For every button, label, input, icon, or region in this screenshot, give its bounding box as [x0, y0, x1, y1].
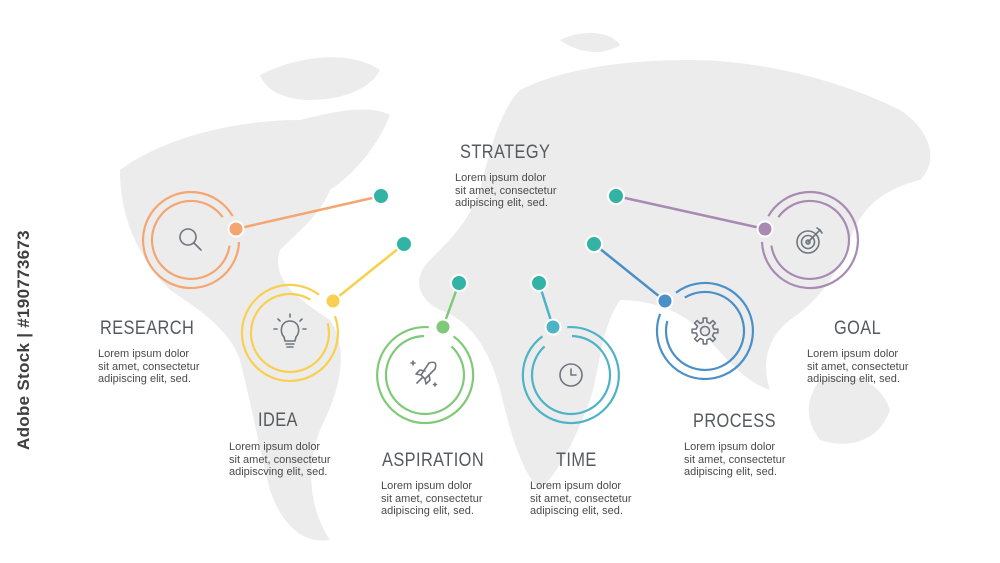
goal-connector	[614, 194, 767, 231]
time-description: Lorem ipsum dolor sit amet, consectetur …	[530, 480, 650, 518]
research-description: Lorem ipsum dolor sit amet, consectetur …	[98, 348, 218, 386]
node-circles	[141, 190, 860, 425]
goal-outer-circle	[760, 190, 860, 290]
research-title: RESEARCH	[100, 318, 195, 339]
research-inner-circle	[150, 199, 231, 281]
idea-ring-dot	[395, 235, 413, 253]
research-ring-dot	[372, 187, 390, 205]
process-line-1: Lorem ipsum dolor	[684, 441, 776, 453]
idea-connector	[331, 242, 406, 303]
idea-inner-circle	[249, 292, 331, 374]
gear-icon	[691, 317, 719, 345]
process-node-dot	[656, 292, 674, 310]
aspiration-ring-dot	[450, 274, 468, 292]
idea-description: Lorem ipsum dolor sit amet, consectetur …	[229, 441, 349, 479]
strategy-line-2: sit amet, consectetur	[455, 184, 557, 197]
research-line-1: Lorem ipsum dolor	[98, 348, 190, 360]
process-description: Lorem ipsum dolor sit amet, consectetur …	[684, 441, 804, 479]
world-map-background	[120, 33, 931, 541]
aspiration-node-dot	[434, 318, 452, 336]
process-line-2: sit amet, consectetur	[684, 453, 786, 466]
goal-node-dot	[756, 220, 774, 238]
rocket-icon	[410, 360, 438, 387]
idea-line-3: adipiscving elit, sed.	[229, 466, 328, 478]
idea-title: IDEA	[258, 410, 298, 431]
strategy-title: STRATEGY	[460, 142, 551, 163]
connector-dots	[227, 187, 774, 336]
idea-node-dot	[324, 292, 342, 310]
time-line-1: Lorem ipsum dolor	[530, 480, 622, 492]
idea-outer-circle	[240, 283, 340, 383]
target-icon	[796, 227, 823, 254]
lightbulb-icon	[273, 313, 307, 348]
time-line-3: adipiscing elit, sed.	[530, 505, 623, 517]
goal-line-2: sit amet, consectetur	[807, 360, 909, 373]
process-line-3: adipiscing elit, sed.	[684, 466, 777, 478]
goal-title: GOAL	[834, 318, 882, 339]
time-line-2: sit amet, consectetur	[530, 492, 632, 505]
time-ring-dot	[530, 274, 548, 292]
research-outer-circle	[141, 190, 241, 290]
aspiration-description: Lorem ipsum dolor sit amet, consectetur …	[381, 480, 501, 518]
time-inner-circle	[530, 334, 612, 416]
research-node-dot	[227, 220, 245, 238]
process-ring-dot	[585, 235, 603, 253]
time-outer-circle	[521, 326, 620, 425]
goal-description: Lorem ipsum dolor sit amet, consectetur …	[807, 348, 927, 386]
strategy-line-1: Lorem ipsum dolor	[455, 172, 547, 184]
time-node-dot	[544, 318, 562, 336]
research-line-3: adipiscing elit, sed.	[98, 373, 191, 385]
aspiration-outer-circle	[376, 326, 475, 425]
strategy-line-3: adipiscing elit, sed.	[455, 197, 548, 209]
watermark-text: Adobe Stock | #190773673	[14, 230, 33, 450]
process-outer-circle	[655, 281, 755, 381]
goal-line-3: adipiscing elit, sed.	[807, 373, 900, 385]
aspiration-line-2: sit amet, consectetur	[381, 492, 483, 505]
node-icons	[179, 227, 823, 387]
aspiration-inner-circle	[384, 334, 466, 416]
process-title: PROCESS	[693, 411, 776, 432]
idea-line-1: Lorem ipsum dolor	[229, 441, 321, 453]
aspiration-line-1: Lorem ipsum dolor	[381, 480, 473, 492]
strategy-description: Lorem ipsum dolor sit amet, consectetur …	[455, 172, 575, 210]
process-inner-circle	[664, 290, 746, 372]
magnifier-icon	[179, 228, 202, 251]
idea-line-2: sit amet, consectetur	[229, 453, 331, 466]
time-title: TIME	[556, 450, 597, 471]
research-line-2: sit amet, consectetur	[98, 360, 200, 373]
research-connector	[234, 194, 383, 231]
goal-ring-dot	[607, 187, 625, 205]
process-connector	[592, 242, 667, 303]
goal-inner-circle	[770, 199, 851, 281]
clock-icon	[559, 363, 583, 387]
aspiration-title: ASPIRATION	[382, 450, 485, 471]
aspiration-line-3: adipiscing elit, sed.	[381, 505, 474, 517]
watermark: Adobe Stock | #190773673	[12, 120, 36, 450]
goal-line-1: Lorem ipsum dolor	[807, 348, 899, 360]
